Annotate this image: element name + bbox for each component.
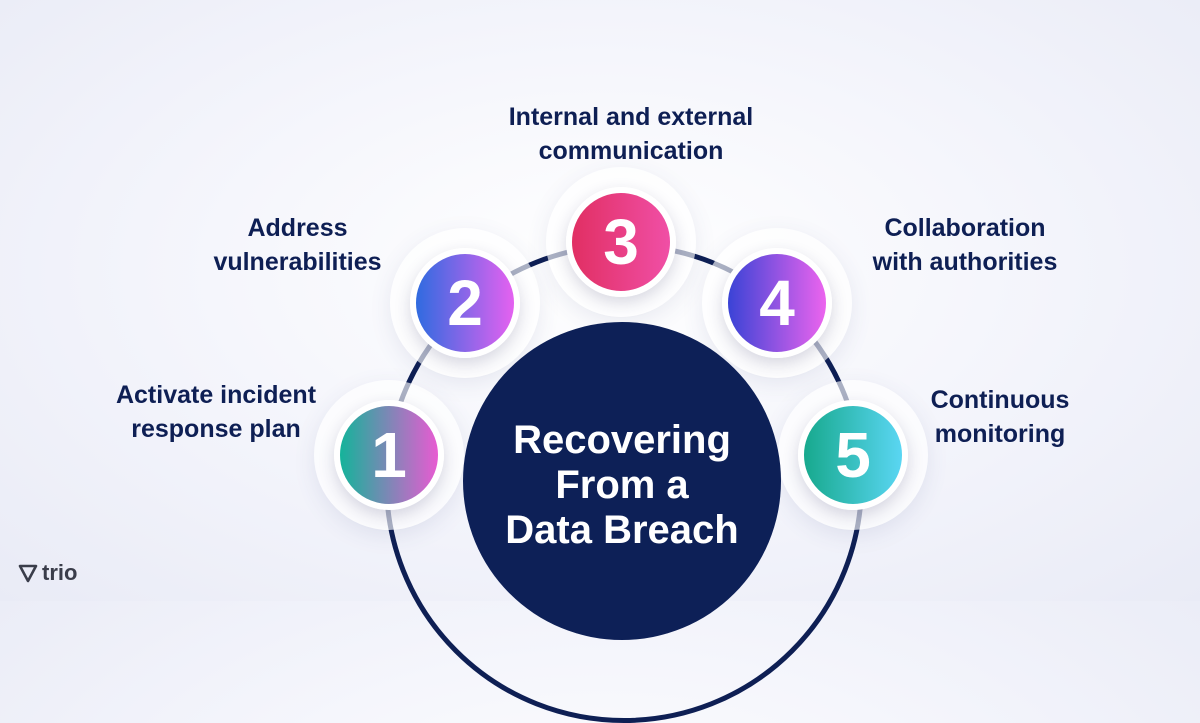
step-4-circle: 4 [722,248,832,358]
step-3-number: 3 [603,206,639,278]
step-3-label: Internal and external communication [508,103,754,165]
step-2-circle: 2 [410,248,520,358]
step-5-number: 5 [835,419,871,491]
step-4-number: 4 [759,267,795,339]
step-3-circle: 3 [566,187,676,297]
center-title: Recovering From a Data Breach [505,418,739,552]
trio-logo: trio [18,560,77,586]
step-1-circle: 1 [334,400,444,510]
step-4-label: Collaboration with authorities [872,214,1058,276]
step-2-label: Address vulnerabilities [213,214,382,276]
step-2-number: 2 [447,267,483,339]
step-5-label: Continuous monitoring [930,386,1070,448]
trio-shield-icon [18,564,38,583]
logo-text: trio [42,560,78,585]
step-5-circle: 5 [798,400,908,510]
step-1-number: 1 [371,419,407,491]
center-circle [463,322,781,640]
step-1-label: Activate incident response plan [115,381,317,443]
